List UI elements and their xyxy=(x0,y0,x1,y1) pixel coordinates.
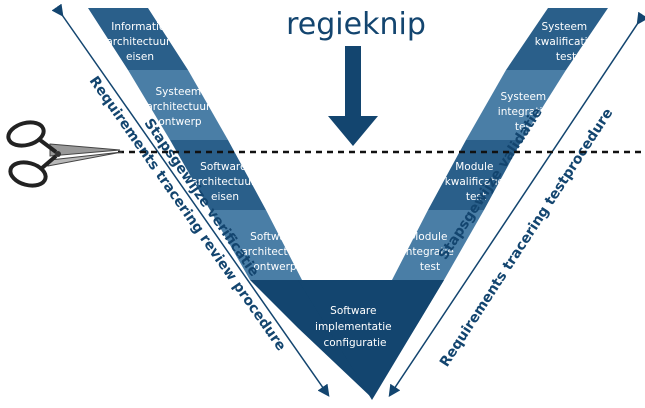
scissors-icon xyxy=(6,120,123,188)
bottom-phase: Software implementatie configuratie xyxy=(315,305,395,349)
diagram-title: regieknip xyxy=(286,7,426,42)
left-outer-arrow-line xyxy=(51,3,330,397)
arrow-down-icon xyxy=(328,46,378,146)
right-outer-arrow-line xyxy=(388,11,645,397)
